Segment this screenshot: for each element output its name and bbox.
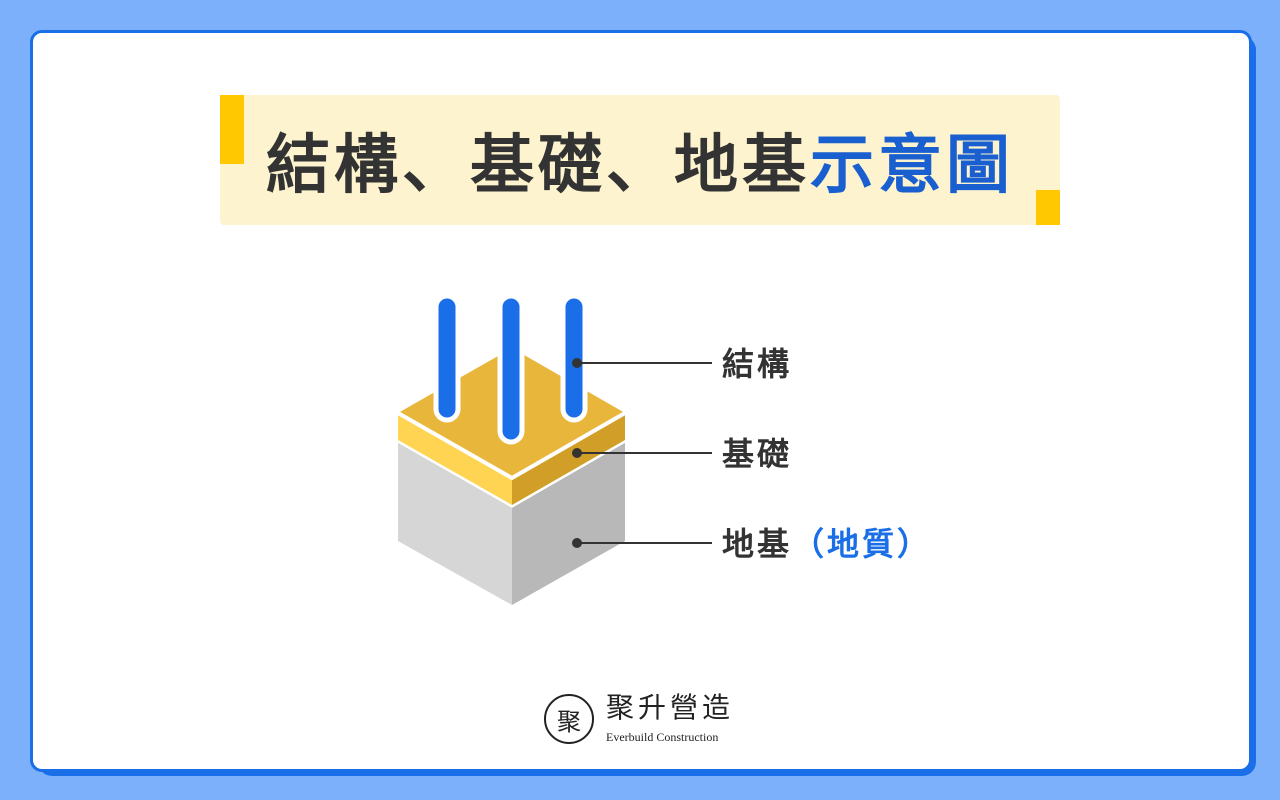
label-ground-main: 地基 (722, 525, 793, 563)
ground-left-face (398, 440, 512, 605)
title-main: 結構、基礎、地基 (266, 129, 810, 203)
title-banner (220, 95, 1060, 225)
label-ground-paren: （地質） (792, 525, 933, 563)
structure-column (497, 293, 525, 445)
title-accent-bar-bottom-right (1036, 190, 1060, 225)
label-ground: 地基（地質） (722, 528, 932, 560)
logo-name: 聚升營造 (606, 691, 735, 724)
label-structure: 結構 (722, 345, 793, 383)
label-foundation: 基礎 (722, 435, 793, 473)
foundation-right-face (512, 413, 625, 505)
ground-right-face (512, 440, 625, 605)
foundation-top-edge (397, 411, 626, 481)
foundation-leader-dot (572, 448, 582, 458)
structure-column (560, 293, 588, 423)
logo-mark-char: 聚 (557, 707, 581, 736)
title-accent: 示意圖 (810, 129, 1014, 203)
page-title: 結構、基礎、地基示意圖 (220, 95, 1060, 225)
ground-leader-dot (572, 538, 582, 548)
foundation-left-face (398, 413, 512, 505)
logo-mark: 聚 (544, 694, 594, 744)
logo-subtitle: Everbuild Construction (606, 730, 719, 744)
structure-leader-dot (572, 358, 582, 368)
title-accent-bar-top-left (220, 95, 244, 164)
structure-column (433, 293, 461, 423)
